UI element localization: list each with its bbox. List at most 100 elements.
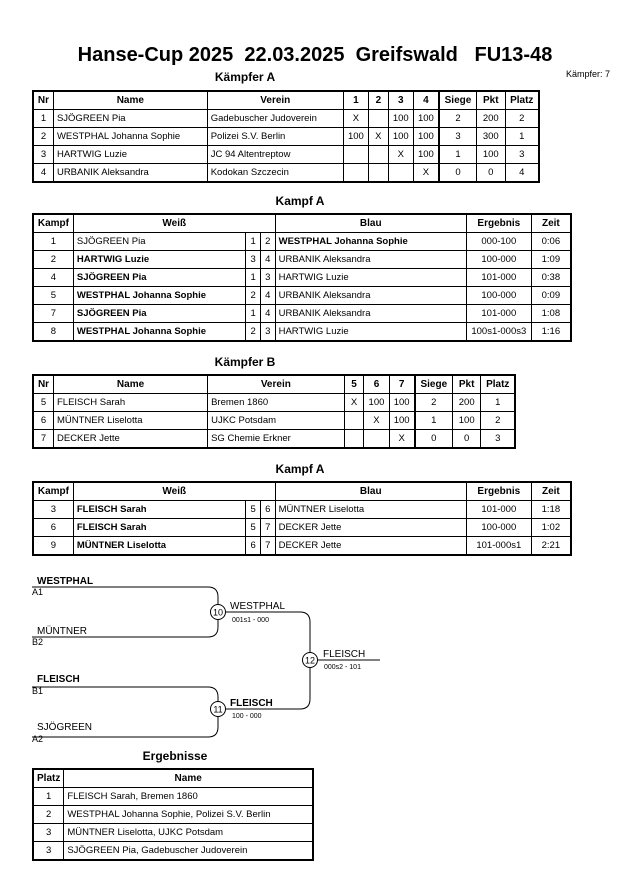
table-cell: 100 bbox=[412, 145, 440, 164]
table-cell: 200 bbox=[476, 109, 506, 128]
column-header: Ergebnis bbox=[465, 481, 532, 501]
table-cell bbox=[343, 429, 365, 449]
column-header: Blau bbox=[274, 481, 467, 501]
blue-fighter-nr: 4 bbox=[259, 250, 276, 269]
sf1-score: 001s1 - 000 bbox=[232, 617, 269, 624]
column-header: 2 bbox=[367, 90, 389, 110]
placement-name: FLEISCH Sarah, Bremen 1860 bbox=[63, 787, 314, 806]
table-cell: 3 bbox=[504, 145, 540, 164]
sf1-top-seed: A1 bbox=[32, 587, 43, 597]
table-cell bbox=[343, 411, 365, 430]
table-cell: 6 bbox=[32, 411, 54, 430]
white-fighter: FLEISCH Sarah bbox=[72, 500, 247, 519]
blue-fighter-nr: 2 bbox=[259, 232, 276, 251]
table-cell: 2 bbox=[480, 411, 516, 430]
fight-time: 0:06 bbox=[530, 232, 572, 251]
fight-number: 9 bbox=[32, 536, 74, 556]
table-cell: JC 94 Altentreptow bbox=[206, 145, 344, 164]
white-fighter: SJÖGREEN Pia bbox=[72, 268, 247, 287]
column-header: Nr bbox=[32, 90, 54, 110]
column-header: 3 bbox=[387, 90, 414, 110]
fight-time: 1:18 bbox=[530, 500, 572, 519]
fight-number: 1 bbox=[32, 232, 74, 251]
participant-count: Kämpfer: 7 bbox=[565, 69, 610, 79]
table-cell: Polizei S.V. Berlin bbox=[206, 127, 344, 146]
sf2-bottom-name: SJÖGREEN bbox=[37, 721, 92, 733]
white-fighter-nr: 5 bbox=[245, 518, 261, 537]
table-cell: 5 bbox=[32, 393, 54, 412]
blue-fighter-nr: 3 bbox=[259, 322, 276, 342]
sf2-top-seed: B1 bbox=[32, 686, 43, 696]
table-cell: 100 bbox=[388, 393, 416, 412]
table-cell: FLEISCH Sarah bbox=[52, 393, 209, 412]
column-header: Zeit bbox=[530, 213, 572, 233]
white-fighter: SJÖGREEN Pia bbox=[72, 232, 247, 251]
column-header: Siege bbox=[437, 90, 477, 110]
table-cell: 0 bbox=[413, 429, 453, 449]
pool-b-heading: Kämpfer B bbox=[214, 355, 276, 369]
column-header: Verein bbox=[207, 374, 345, 394]
sf1-fight-marker bbox=[210, 604, 226, 620]
table-cell: SG Chemie Erkner bbox=[207, 429, 345, 449]
white-fighter: FLEISCH Sarah bbox=[72, 518, 247, 537]
blue-fighter: DECKER Jette bbox=[274, 518, 467, 537]
table-cell: Kodokan Szczecin bbox=[206, 163, 344, 183]
fight-number: 8 bbox=[32, 322, 74, 342]
blue-fighter: URBANIK Aleksandra bbox=[274, 286, 467, 305]
column-header: 7 bbox=[388, 374, 416, 394]
fight-time: 1:08 bbox=[530, 304, 572, 323]
white-fighter-nr: 6 bbox=[245, 536, 261, 556]
fight-number: 2 bbox=[32, 250, 74, 269]
table-cell: 2 bbox=[437, 109, 477, 128]
sf2-bottom-seed: A2 bbox=[32, 734, 43, 744]
blue-fighter: WESTPHAL Johanna Sophie bbox=[274, 232, 467, 251]
fight-number: 5 bbox=[32, 286, 74, 305]
table-cell: 1 bbox=[504, 127, 540, 146]
column-header: Name bbox=[52, 90, 208, 110]
column-header: Siege bbox=[413, 374, 453, 394]
table-cell: MÜNTNER Liselotta bbox=[52, 411, 209, 430]
blue-fighter: DECKER Jette bbox=[274, 536, 467, 556]
table-cell: 4 bbox=[504, 163, 540, 183]
column-header: Platz bbox=[504, 90, 540, 110]
column-header: Blau bbox=[274, 213, 467, 233]
table-cell bbox=[367, 145, 389, 164]
white-fighter: HARTWIG Luzie bbox=[72, 250, 247, 269]
placement: 2 bbox=[32, 805, 65, 824]
bracket-lines bbox=[32, 586, 380, 738]
table-cell: URBANIK Aleksandra bbox=[52, 163, 208, 183]
fight-result: 101-000 bbox=[465, 500, 532, 519]
column-header: Verein bbox=[206, 90, 344, 110]
table-cell: 100 bbox=[451, 411, 482, 430]
table-cell: Gadebuscher Judoverein bbox=[206, 109, 344, 128]
table-cell: 1 bbox=[480, 393, 516, 412]
table-cell: Bremen 1860 bbox=[207, 393, 345, 412]
column-header: Platz bbox=[32, 768, 65, 788]
table-cell: 300 bbox=[476, 127, 506, 146]
sf1-fight-number: 10 bbox=[213, 608, 223, 618]
final-winner: FLEISCH bbox=[323, 649, 365, 660]
table-cell: 100 bbox=[412, 109, 440, 128]
sf1-winner: WESTPHAL bbox=[230, 601, 285, 612]
table-cell bbox=[342, 145, 369, 164]
table-cell: 2 bbox=[413, 393, 453, 412]
fight-time: 0:38 bbox=[530, 268, 572, 287]
fights-a-heading: Kampf A bbox=[275, 194, 325, 208]
column-header: Weiß bbox=[72, 213, 276, 233]
fight-number: 7 bbox=[32, 304, 74, 323]
table-cell: WESTPHAL Johanna Sophie bbox=[52, 127, 208, 146]
table-cell: X bbox=[343, 393, 365, 412]
white-fighter: MÜNTNER Liselotta bbox=[72, 536, 247, 556]
table-cell bbox=[363, 429, 390, 449]
